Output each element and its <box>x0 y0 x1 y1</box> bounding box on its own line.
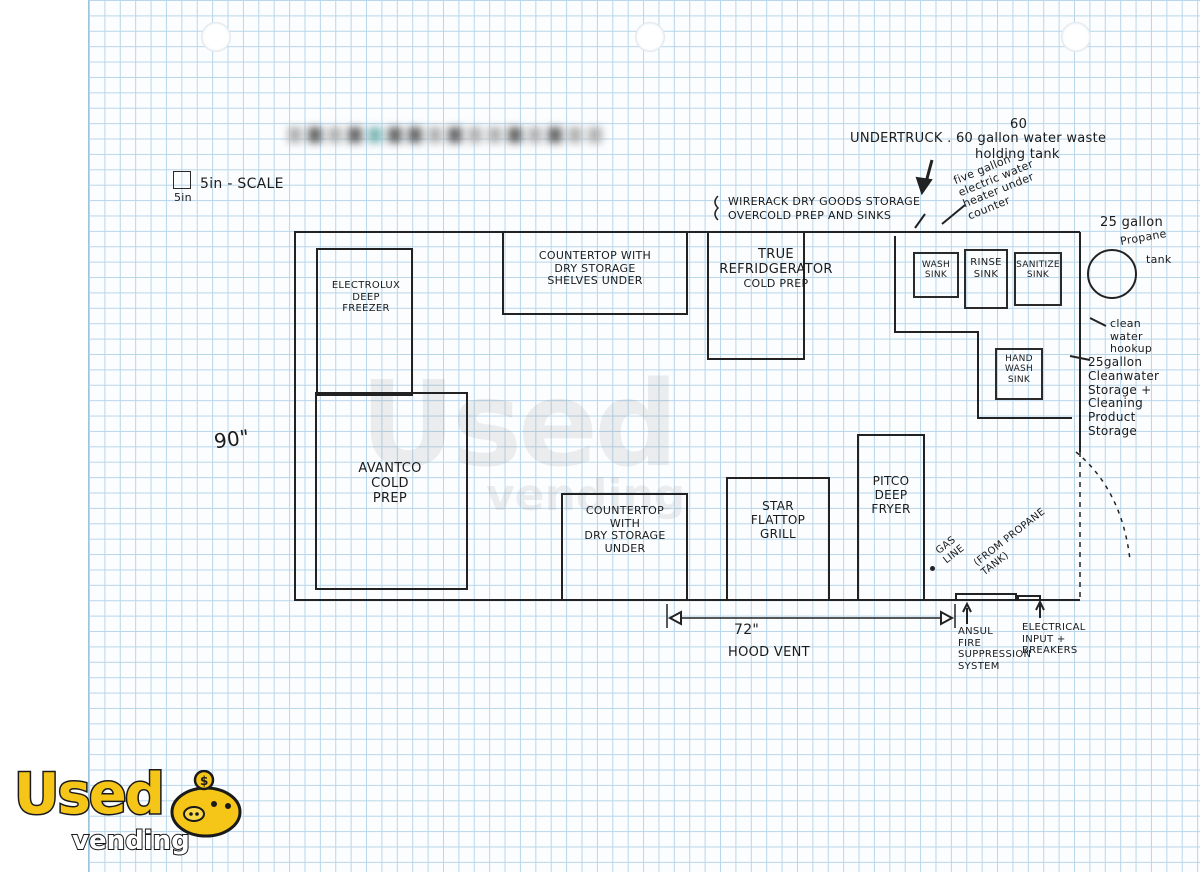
hood-vent-label: HOOD VENT <box>728 645 810 660</box>
undertruck-number: 60 <box>1010 117 1028 132</box>
undertruck-label-2: holding tank <box>975 147 1060 162</box>
punch-hole <box>201 22 231 52</box>
freezer-box <box>316 248 413 396</box>
door-swing <box>1075 451 1131 561</box>
graph-paper <box>88 0 1200 872</box>
width-dimension: 90" <box>212 424 251 454</box>
watermark-text: Used <box>360 355 679 493</box>
piggy-bank-icon: $ <box>170 770 242 838</box>
svg-text:$: $ <box>200 774 208 788</box>
hood-vent-length: 72" <box>734 622 760 638</box>
countertop-bottom-box <box>561 493 688 601</box>
scale-label: 5in - SCALE <box>200 176 284 192</box>
propane-tank-shape <box>1087 249 1137 299</box>
scale-square <box>173 171 191 189</box>
used-vending-logo: Used vending $ <box>8 761 248 866</box>
logo-text: Used <box>13 761 167 829</box>
wirerack-label-2: OVERCOLD PREP AND SINKS <box>728 209 892 222</box>
refrigerator-box <box>707 231 805 360</box>
logo-subtext: vending <box>71 825 191 857</box>
watermark-subtext: vending <box>486 470 686 521</box>
blurred-title <box>288 108 648 162</box>
undertruck-label: UNDERTRUCK . 60 gallon water waste <box>850 131 1107 146</box>
sink-counter <box>894 236 1072 419</box>
punch-hole <box>1061 22 1091 52</box>
grill-box <box>726 477 830 601</box>
fryer-box <box>857 434 925 601</box>
countertop-top-box <box>502 231 688 315</box>
cold-prep-box <box>315 392 468 590</box>
wirerack-label: WIRERACK DRY GOODS STORAGE <box>728 195 921 208</box>
gas-line-dot <box>930 566 935 571</box>
scale-side-label: 5in <box>174 191 192 204</box>
punch-hole <box>635 22 665 52</box>
propane-label-3: tank <box>1146 253 1172 266</box>
propane-label: 25 gallon <box>1100 215 1164 230</box>
